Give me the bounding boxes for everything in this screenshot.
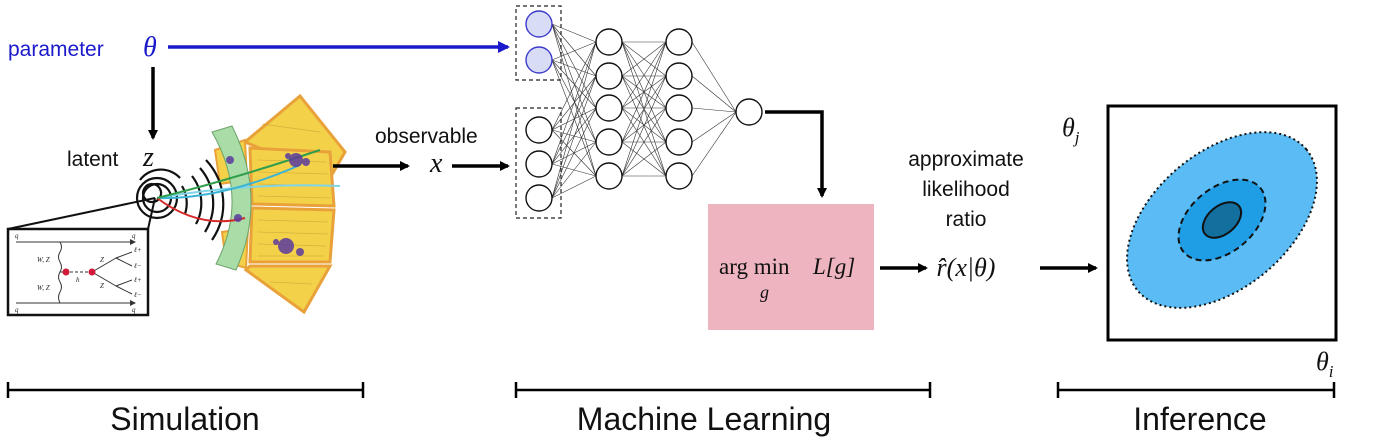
network-edge: [621, 41, 667, 77]
network-edge: [551, 141, 597, 199]
feynman-lepton-label: ℓ−: [133, 291, 142, 299]
feynman-q-label: q: [15, 232, 19, 240]
observable-input-node: [525, 116, 553, 144]
feynman-z-label: Z: [100, 282, 104, 290]
tracker-band: [211, 125, 252, 271]
parameter-input-node: [525, 46, 553, 74]
inference-bracket: [1056, 382, 1336, 398]
hidden-node: [595, 128, 623, 156]
parameter-input-group: [515, 5, 562, 81]
approximate-label: approximate: [908, 148, 1024, 171]
loss-function: L[g]: [812, 254, 855, 279]
observable-label: observable: [375, 125, 478, 148]
inference-plot: [1106, 104, 1338, 342]
network-edge: [691, 111, 737, 177]
feynman-lepton-label: ℓ+: [133, 246, 142, 254]
feynman-h-label: h: [76, 276, 80, 284]
feynman-z-label: Z: [100, 256, 104, 264]
calorimeter-segment: [248, 206, 336, 264]
network-edge: [621, 107, 667, 177]
theta-j-axis-label: θj: [1062, 113, 1080, 147]
feynman-q-label: q: [15, 306, 19, 314]
detector-illustration: [135, 93, 347, 315]
network-edge: [551, 23, 597, 143]
observable-input-node: [525, 184, 553, 212]
network-edge: [621, 75, 667, 177]
network-edge: [621, 41, 667, 177]
network-edge: [551, 59, 597, 177]
section-machine-learning: Machine Learning: [577, 401, 831, 437]
calorimeter-segment: [248, 146, 336, 208]
network-edge: [621, 41, 667, 109]
network-edge: [551, 59, 597, 143]
network-edge: [551, 41, 597, 131]
network-edge: [691, 107, 737, 113]
network-edge: [551, 107, 597, 165]
network-edge: [551, 23, 597, 177]
calorimeter-segment: [243, 264, 333, 315]
network-edge: [551, 41, 597, 199]
network-edge: [691, 111, 737, 143]
ratio-label: ratio: [946, 208, 987, 231]
network-edge: [551, 175, 597, 199]
observable-input-group: [515, 107, 562, 219]
hidden-node: [595, 62, 623, 90]
theta-i-axis-label: θi: [1316, 347, 1334, 381]
argmin-subscript: g: [760, 282, 769, 302]
network-to-loss-arrow: [765, 110, 827, 198]
contour-inner: [1201, 201, 1243, 239]
hidden-node: [665, 128, 693, 156]
network-edge: [551, 23, 597, 109]
network-edge: [691, 41, 737, 113]
theta-symbol: θ: [143, 32, 157, 63]
latent-label: latent: [67, 148, 119, 171]
simulation-bracket: [6, 382, 365, 398]
network-edge: [551, 75, 597, 199]
loss-box: [708, 204, 874, 330]
network-edge: [551, 41, 597, 61]
network-edge: [621, 41, 667, 143]
likelihood-ratio-symbol: r̂(x|θ): [937, 253, 996, 282]
network-edge: [551, 41, 597, 165]
feynman-wz-label: W, Z: [37, 284, 50, 292]
hidden-node: [665, 162, 693, 190]
network-edge: [621, 141, 667, 177]
neural-network: [515, 5, 763, 219]
machine-learning-bracket: [514, 382, 932, 398]
output-node: [735, 98, 763, 126]
hidden-node: [665, 28, 693, 56]
hidden-node: [665, 62, 693, 90]
network-edge: [551, 59, 597, 109]
network-edge: [621, 107, 667, 143]
feynman-q-label: q: [132, 232, 136, 240]
network-edge: [551, 107, 597, 199]
network-edge: [691, 75, 737, 113]
observable-input-node: [525, 150, 553, 178]
section-simulation: Simulation: [110, 401, 259, 437]
hidden-node: [595, 162, 623, 190]
hidden-node: [665, 94, 693, 122]
feynman-wz-label: W, Z: [37, 256, 50, 264]
zoom-line: [147, 197, 156, 230]
likelihood-label: likelihood: [922, 178, 1010, 201]
feynman-diagram: q q q q W, Z W, Z h Z Z ℓ+ ℓ− ℓ+ ℓ−: [6, 227, 150, 317]
network-edge: [551, 23, 597, 43]
feynman-lepton-label: ℓ−: [133, 262, 142, 270]
argmin-label: arg min: [719, 254, 790, 279]
network-edge: [551, 59, 597, 77]
hidden-node: [595, 28, 623, 56]
section-inference: Inference: [1133, 401, 1266, 437]
zoom-line: [7, 197, 156, 230]
hidden-node: [595, 94, 623, 122]
feynman-lepton-label: ℓ+: [133, 276, 142, 284]
feynman-q-label: q: [132, 306, 136, 314]
parameter-label: parameter: [8, 38, 104, 61]
z-symbol: z: [142, 142, 154, 173]
parameter-input-node: [525, 10, 553, 38]
x-symbol: x: [429, 148, 443, 179]
